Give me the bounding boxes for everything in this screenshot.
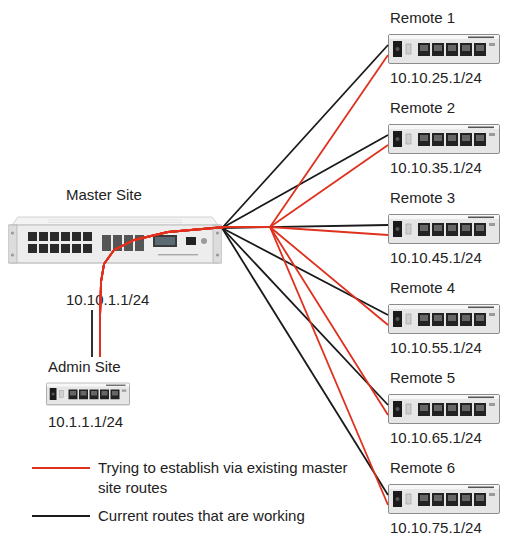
router-node: Remote 5 10.10.65.1/24	[388, 368, 505, 448]
route-line	[100, 227, 388, 415]
router-node: Remote 3 10.10.45.1/24	[388, 188, 505, 268]
legend: Trying to establish via existing master …	[98, 458, 366, 534]
ip-address: 10.10.55.1/24	[388, 338, 505, 358]
router-node: Admin Site 10.1.1.1/24	[46, 357, 136, 432]
site-name: Master Site	[8, 185, 222, 205]
legend-sample	[32, 515, 90, 517]
router-node: Remote 6 10.10.75.1/24	[388, 458, 505, 538]
router-device	[389, 215, 500, 244]
route-line	[100, 55, 388, 357]
site-name: Remote 6	[388, 458, 505, 478]
route-line	[100, 227, 388, 357]
site-name: Remote 4	[388, 278, 505, 298]
route-line	[222, 228, 388, 405]
site-name: Remote 1	[388, 8, 505, 28]
ip-address: 10.1.1.1/24	[46, 412, 136, 432]
router-device	[46, 383, 129, 405]
ip-address: 10.10.1.1/24	[8, 290, 222, 310]
route-line	[100, 227, 388, 357]
legend-text: Current routes that are working	[98, 506, 366, 526]
ip-address: 10.10.75.1/24	[388, 518, 505, 538]
router-device	[389, 35, 500, 64]
router-device	[389, 485, 500, 514]
router-node: Remote 1 10.10.25.1/24	[388, 8, 505, 88]
site-name: Remote 5	[388, 368, 505, 388]
route-line	[222, 45, 388, 228]
legend-text: Trying to establish via existing master …	[98, 458, 366, 498]
router-device	[389, 395, 500, 424]
router-node: Remote 4 10.10.55.1/24	[388, 278, 505, 358]
router-device	[389, 305, 500, 334]
site-name: Remote 2	[388, 98, 505, 118]
ip-address: 10.10.65.1/24	[388, 428, 505, 448]
route-line	[91, 310, 93, 357]
route-line	[222, 228, 388, 495]
route-line	[100, 227, 388, 505]
ip-address: 10.10.45.1/24	[388, 248, 505, 268]
route-line	[222, 228, 388, 315]
site-name: Admin Site	[46, 357, 136, 377]
legend-sample	[32, 467, 90, 469]
route-line	[222, 135, 388, 228]
site-name: Remote 3	[388, 188, 505, 208]
route-line	[100, 145, 388, 357]
route-line	[222, 225, 388, 228]
ip-address: 10.10.25.1/24	[388, 68, 505, 88]
router-node: Remote 2 10.10.35.1/24	[388, 98, 505, 178]
router-node: Master Site 10.10.1.1/24	[8, 185, 222, 310]
router-device	[8, 217, 222, 263]
ip-address: 10.10.35.1/24	[388, 158, 505, 178]
router-device	[389, 125, 500, 154]
